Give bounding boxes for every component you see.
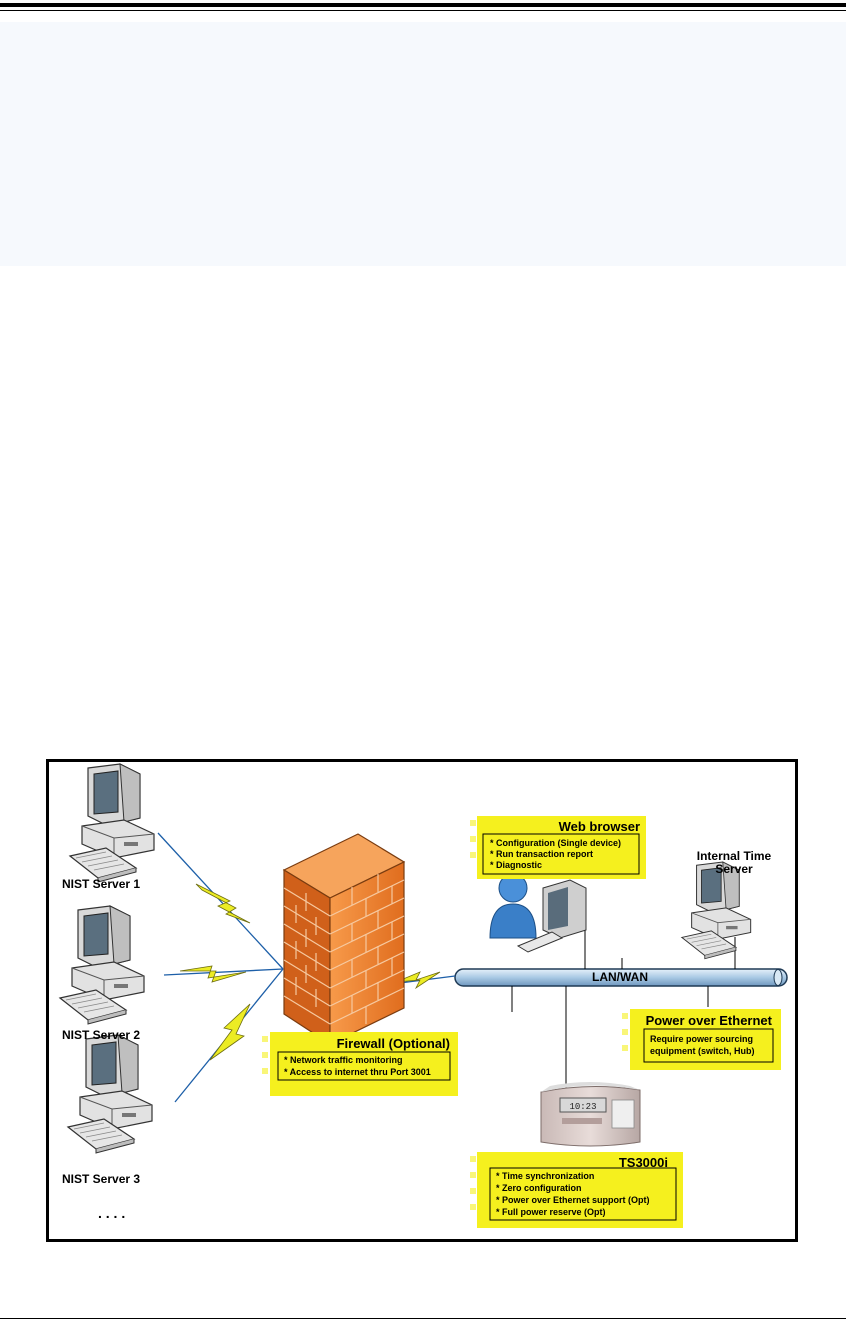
ts3000i-callout-title: TS3000i [619,1155,668,1170]
firewall-icon [282,833,406,1046]
clock-display-readout: 10:23 [569,1102,596,1112]
header-rule-thick [0,3,846,7]
internal-time-server-computer-icon [681,861,752,960]
firewall-callout [262,1032,458,1096]
ts3000i-callout-item: * Power over Ethernet support (Opt) [496,1195,650,1205]
nist-server-3-label: NIST Server 3 [62,1172,140,1186]
web-browser-callout-item: * Run transaction report [490,849,593,859]
ts3000i-callout [470,1152,683,1228]
poe-callout-item: Require power sourcing [650,1034,753,1044]
nist-server-1-label: NIST Server 1 [62,877,140,891]
firewall-callout-item: * Access to internet thru Port 3001 [284,1067,431,1077]
shaded-text-block [0,22,846,266]
footer-rule [0,1318,846,1319]
lightning-bolt-icon [195,883,251,924]
lightning-bolt-icon [179,965,247,983]
web-browser-user-icon [489,873,587,953]
web-browser-callout-item: * Configuration (Single device) [490,838,621,848]
firewall-callout-item: * Network traffic monitoring [284,1055,403,1065]
nist-server-3-computer-icon [67,1034,153,1154]
poe-callout-title: Power over Ethernet [646,1013,773,1028]
ts3000i-callout-item: * Time synchronization [496,1171,594,1181]
ts3000i-callout-item: * Zero configuration [496,1183,582,1193]
lightning-bolt-icon [209,1003,251,1061]
nist-server-2-computer-icon [59,905,145,1025]
more-servers-indicator: . . . . [98,1205,125,1221]
lightning-bolts [179,883,441,1061]
lan-wan-label: LAN/WAN [592,970,648,984]
ts3000i-time-clock-icon: 10:23 [540,1082,641,1147]
poe-callout [622,1009,781,1070]
web-browser-callout [470,816,646,879]
lan-wan-pipe [454,968,788,987]
lightning-bolt-icon [395,971,441,990]
internal-server-label-line1: Internal Time [697,849,772,863]
nist-server-2-label: NIST Server 2 [62,1028,140,1042]
internal-server-label-line2: Server [715,862,753,876]
nist-server-1-computer-icon [69,763,155,883]
web-browser-callout-title: Web browser [559,819,640,834]
poe-callout-item: equipment (switch, Hub) [650,1046,755,1056]
firewall-callout-title: Firewall (Optional) [337,1036,450,1051]
ts3000i-callout-item: * Full power reserve (Opt) [496,1207,606,1217]
web-browser-callout-item: * Diagnostic [490,860,542,870]
header-rule-thin [0,10,846,11]
